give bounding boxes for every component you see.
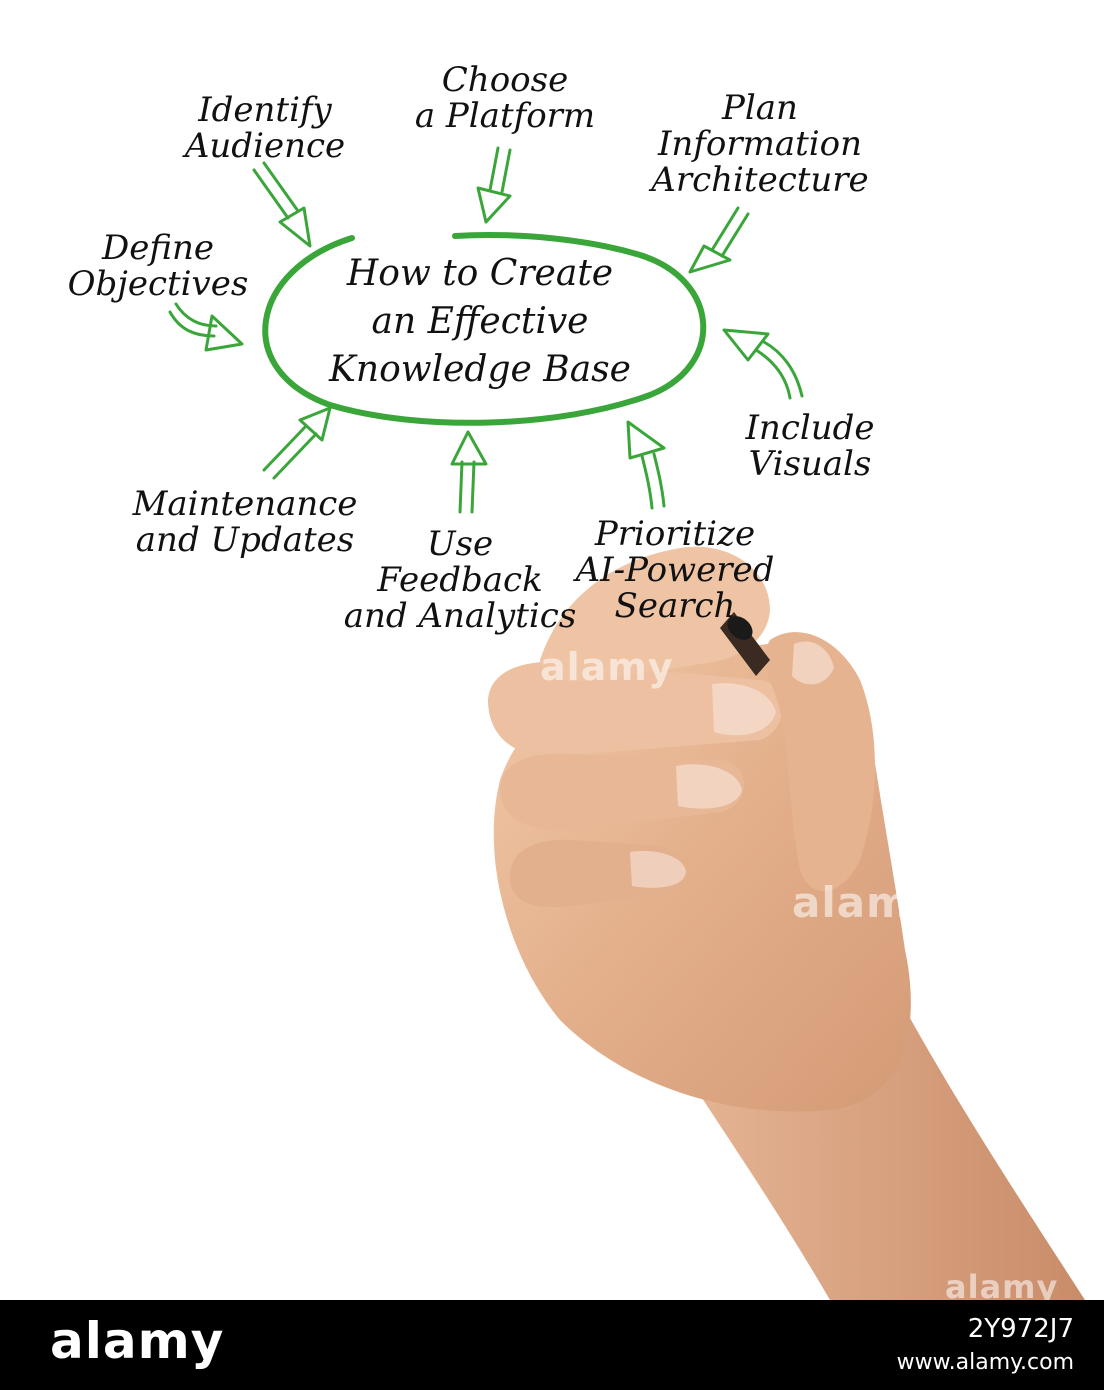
arrow-include-visuals [722,328,804,400]
label-maintenance-updates: Maintenance and Updates [132,484,358,560]
watermark-text: alamy [945,1268,1059,1306]
label-plan-architecture: Plan Information Architecture [651,88,869,200]
label-feedback-analytics: Use Feedback and Analytics [343,524,577,636]
label-identify-audience: Identify Audience [184,90,346,166]
arrow-choose-platform [476,146,512,224]
watermark-text: alamy [540,645,674,689]
arrow-plan-architecture [688,206,750,274]
footer-url: www.alamy.com [896,1350,1074,1375]
hand-illustration [488,546,1085,1300]
arrow-maintenance [262,406,332,480]
label-ai-search: Prioritize AI-Powered Search [575,514,775,626]
arrow-ai-search [626,420,666,510]
arrow-feedback [450,430,488,514]
label-choose-platform: Choose a Platform [414,60,596,136]
center-title: How to Create an Effective Knowledge Bas… [329,253,631,390]
arrow-identify-audience [252,161,312,248]
label-define-objectives: Define Objectives [67,228,249,304]
watermark-text: alamy [792,878,940,927]
footer-logo: alamy [50,1312,225,1370]
footer-image-id: 2Y972J7 [967,1314,1074,1344]
arrow-define-objectives [168,302,244,352]
center-ellipse [262,232,707,426]
footer-bar: alamy 2Y972J7 www.alamy.com [0,1300,1104,1390]
label-include-visuals: Include Visuals [745,408,875,484]
